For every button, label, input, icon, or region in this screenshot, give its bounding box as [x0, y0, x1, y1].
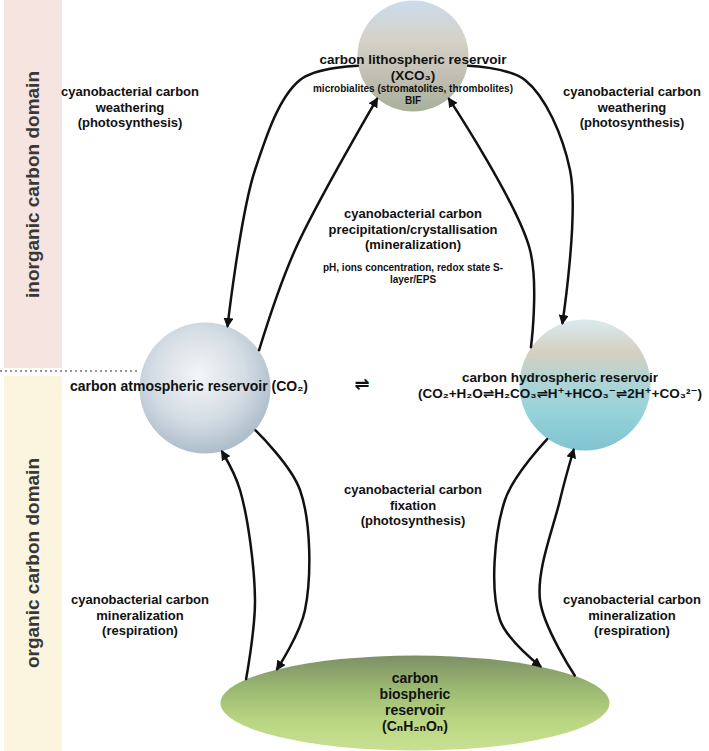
reservoir-picture: [221, 656, 610, 751]
condition-note: pH, ions concentration, redox state S-la…: [321, 262, 506, 286]
text-holder: organic carbon domain: [4, 376, 62, 751]
flux-arrow: [468, 66, 573, 323]
flux-arrow: [228, 66, 358, 326]
reservoir-name: carbon biospheric reservoir (CₙH₂ₙOₙ): [365, 670, 465, 734]
flux-arrow: [494, 439, 547, 666]
reservoir-circle: carbon atmospheric reservoir (CO₂): [139, 322, 271, 454]
process-label: cyanobacterial carbon mineralization (re…: [66, 592, 214, 639]
equilibrium-symbol: ⇌: [347, 374, 377, 396]
reservoir-circle: carbon lithospheric reservoir (XCO₃)micr…: [357, 0, 469, 112]
reservoir-circle: carbon hydrospheric reservoir (CO₂+H₂O⇌H…: [519, 319, 651, 451]
text-holder: carbon lithospheric reservoir (XCO₃)micr…: [233, 52, 593, 106]
text-holder: inorganic carbon domain: [4, 0, 62, 368]
domain-band: organic carbon domain: [4, 376, 62, 751]
band-fill: [4, 0, 62, 368]
domain-label: inorganic carbon domain: [22, 71, 44, 298]
reservoir-name: carbon lithospheric reservoir (XCO₃): [313, 52, 513, 83]
process-label: cyanobacterial carbon weathering (photos…: [56, 84, 204, 131]
text-holder: carbon biospheric reservoir (CₙH₂ₙOₙ): [235, 670, 595, 734]
text-holder: carbon hydrospheric reservoir (CO₂+H₂O⇌H…: [380, 370, 709, 401]
reservoir-name: carbon atmospheric reservoir (CO₂): [19, 378, 359, 394]
reservoir-circle: carbon biospheric reservoir (CₙH₂ₙOₙ): [220, 655, 610, 751]
process-label: cyanobacterial carbon precipitation/crys…: [323, 206, 503, 253]
domain-band: inorganic carbon domain: [4, 0, 62, 368]
domain-label: organic carbon domain: [22, 458, 44, 668]
process-label: cyanobacterial carbon fixation (photosyn…: [339, 482, 487, 529]
flux-arrow: [222, 452, 255, 679]
text-holder: carbon atmospheric reservoir (CO₂): [9, 378, 369, 394]
reservoir-note: microbialites (stromatolites, thrombolit…: [308, 83, 518, 106]
process-label: cyanobacterial carbon mineralization (re…: [558, 592, 706, 639]
reservoir-name: carbon hydrospheric reservoir (CO₂+H₂O⇌H…: [405, 370, 709, 401]
flux-arrow: [540, 450, 575, 675]
band-fill: [4, 376, 62, 751]
flux-arrow: [256, 430, 310, 669]
domain-divider: [0, 370, 138, 371]
process-label: cyanobacterial carbon weathering (photos…: [558, 84, 706, 131]
